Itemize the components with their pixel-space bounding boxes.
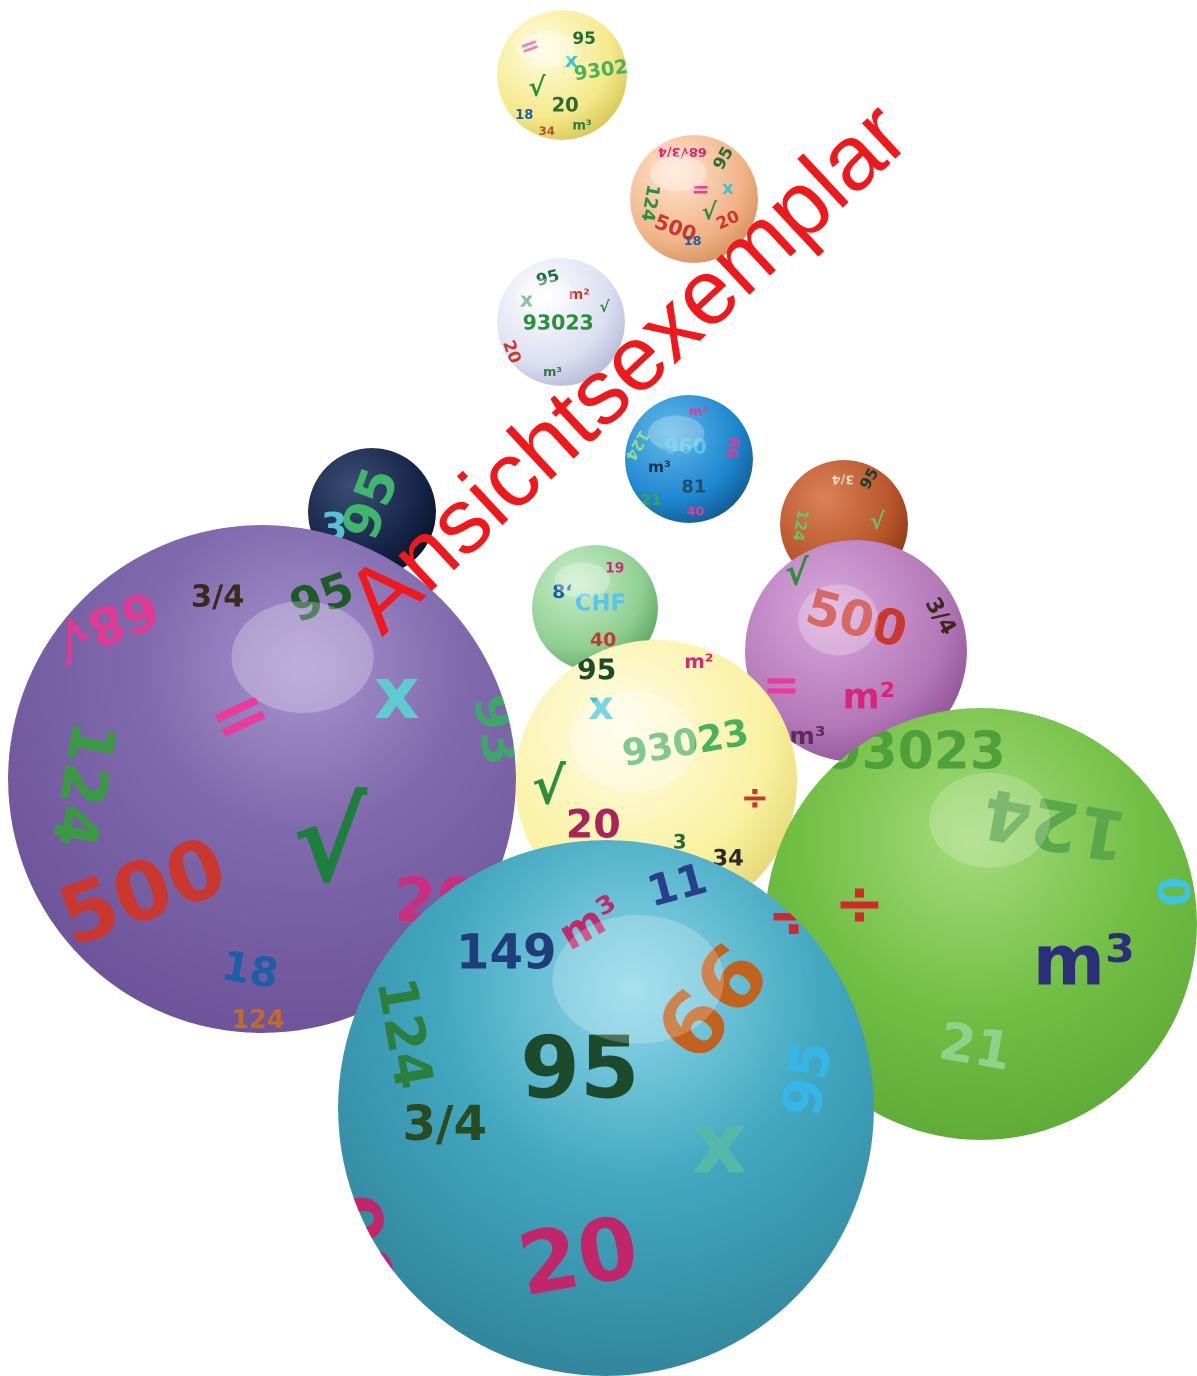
ball-purple-large-svg: 68√ 3/4 95 x = 124 √ 500 20 18 93 124 (8, 525, 516, 1033)
glyph: 3/4 (402, 1096, 487, 1152)
glyph: x (588, 683, 613, 729)
glyph: √ (532, 757, 566, 816)
glyph: x (692, 1093, 747, 1193)
glyph: 40 (686, 504, 704, 519)
glyph: √ (702, 199, 718, 225)
glyph: 3 (673, 831, 687, 854)
glyph: 149 (456, 925, 557, 981)
ball-orchid-medium: √ 500 3/4 = m² m³ (745, 540, 967, 762)
ball-mint-small-svg: 8‘ CHF 19 40 (532, 545, 658, 671)
glyph: 18 (684, 234, 702, 249)
ball-yellow-small-top-svg: 95 93023 20 x = √ m³ 18 34 (497, 10, 627, 140)
collage-stage: 95 93023 20 x = √ m³ 18 34 68√3/4 95 124… (8, 10, 1197, 1376)
glyph: m³ (1033, 921, 1135, 1001)
glyph: 95 (572, 28, 596, 48)
glyph: 95 (520, 1018, 639, 1118)
glyph: 0 (1147, 876, 1197, 906)
glyph: m² (684, 650, 713, 673)
glyph: 68√3/4 (658, 144, 707, 159)
ball-mint-small: 8‘ CHF 19 40 (532, 545, 658, 671)
glyph: m² (569, 287, 590, 303)
glyph: 21 (640, 491, 661, 509)
glyph: x (565, 48, 579, 72)
glyph: m³ (648, 458, 671, 476)
glyph: m³ (572, 119, 591, 134)
glyph: 124 (232, 1004, 285, 1033)
glyph: 81 (681, 476, 706, 497)
ball-peach-small-svg: 68√3/4 95 124 500 20 = x √ 18 (630, 135, 758, 263)
glyph: x (374, 652, 420, 735)
ball-lavender-small-svg: 95 93023 m² x 20 m³ √ (497, 258, 625, 386)
ball-yellow-small-top: 95 93023 20 x = √ m³ 18 34 (497, 10, 627, 140)
glyph: 99 (723, 436, 744, 460)
glyph: 096 (664, 434, 707, 458)
glyph: 95 (577, 653, 616, 686)
glyph: m³ (543, 365, 562, 380)
glyph: = (691, 177, 709, 202)
glyph: CHF (575, 591, 626, 617)
ball-blue-small: 124 m² 096 m³ 81 21 40 99 (625, 395, 753, 523)
glyph: 34 (539, 124, 555, 138)
ball-teal-large: 149 m³ 11 124 95 66 3/4 x 95 20 00 ÷ (338, 840, 874, 1376)
glyph: ÷ (741, 778, 769, 817)
glyph: 8‘ (552, 581, 572, 603)
glyph: √ (599, 298, 610, 316)
ball-purple-large: 68√ 3/4 95 x = 124 √ 500 20 18 93 124 (8, 525, 516, 1033)
glyph: √ (785, 552, 809, 593)
ball-green-large: 93023 124 ÷ m³ 4 21 0 (765, 708, 1197, 1140)
glyph: x (722, 178, 734, 199)
glyph: 3/4 (191, 579, 245, 614)
glyph: 18 (218, 941, 282, 998)
glyph: √ (870, 509, 886, 535)
ball-green-large-svg: 93023 124 ÷ m³ 4 21 0 (765, 708, 1197, 1140)
glyph: m² (689, 404, 708, 419)
glyph: ÷ (834, 869, 885, 939)
ball-teal-large-svg: 149 m³ 11 124 95 66 3/4 x 95 20 00 ÷ (338, 840, 874, 1376)
glyph: √ (292, 778, 367, 908)
glyph: 124 (789, 508, 812, 543)
ball-orchid-medium-svg: √ 500 3/4 = m² m³ (745, 540, 967, 762)
glyph: x (520, 288, 533, 312)
glyph: √ (528, 73, 546, 103)
glyph: 21 (934, 1011, 1015, 1083)
glyph: m³ (789, 721, 825, 750)
glyph: 18 (515, 108, 533, 123)
glyph: 93023 (523, 311, 594, 335)
glyph: m² (843, 677, 896, 718)
ball-blue-small-svg: 124 m² 096 m³ 81 21 40 99 (625, 395, 753, 523)
glyph: 20 (511, 1197, 646, 1316)
glyph: 20 (552, 93, 579, 116)
ball-lavender-small: 95 93023 m² x 20 m³ √ (497, 258, 625, 386)
glyph: 3/4 (832, 471, 855, 486)
glyph: 95 (769, 1036, 844, 1120)
glyph: 19 (605, 561, 624, 577)
glyph: 40 (590, 629, 616, 651)
glyph: 20 (566, 801, 621, 847)
ball-peach-small: 68√3/4 95 124 500 20 = x √ 18 (630, 135, 758, 263)
